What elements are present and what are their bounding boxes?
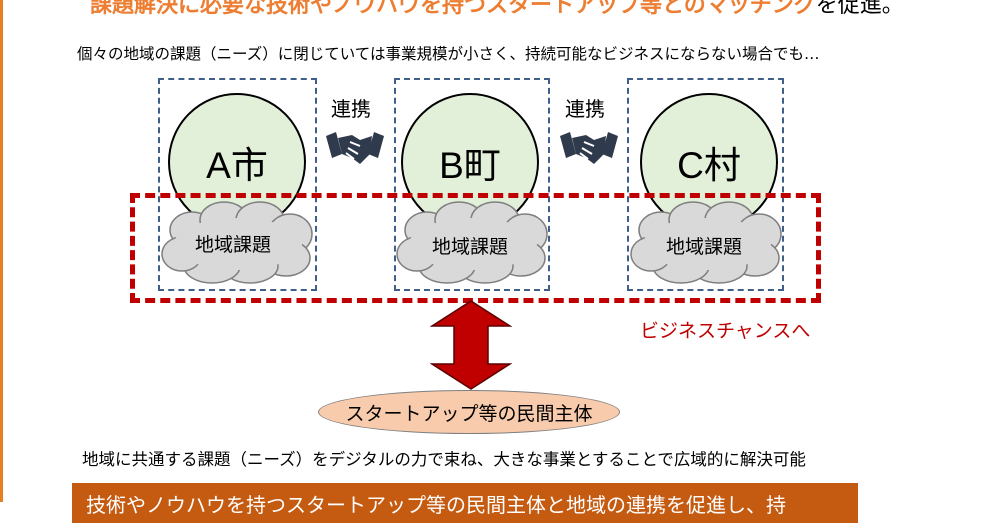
- intro-text: 個々の地域の課題（ニーズ）に閉じていては事業規模が小さく、持続可能なビジネスにな…: [77, 45, 820, 63]
- business-chance-label: ビジネスチャンスへ: [640, 320, 811, 342]
- issue-label-a: 地域課題: [195, 234, 272, 256]
- left-accent-rule: [0, 0, 3, 502]
- bottom-banner: 技術やノウハウを持つスタートアップ等の民間主体と地域の連携を促進し、持: [72, 483, 858, 523]
- city-box-a: [158, 78, 317, 291]
- heading-tail: を促進。: [815, 0, 904, 18]
- link-label-bc: 連携: [565, 97, 605, 121]
- handshake-icon: [560, 132, 618, 164]
- shared-issue-frame: [130, 193, 821, 303]
- double-arrow: [430, 300, 512, 390]
- heading-highlight: 課題解決に必要な技術やノウハウを持つスタートアップ等とのマッチング: [90, 0, 816, 18]
- bottom-banner-text: 技術やノウハウを持つスタートアップ等の民間主体と地域の連携を促進し、持: [86, 493, 786, 517]
- link-label-ab: 連携: [331, 97, 371, 121]
- common-issue-text: 地域に共通する課題（ニーズ）をデジタルの力で束ね、大きな事業とすることで広域的に…: [82, 450, 806, 469]
- issue-cloud-c: [630, 201, 782, 284]
- page-heading: 課題解決に必要な技術やノウハウを持つスタートアップ等とのマッチングを促進。: [90, 0, 904, 19]
- issue-cloud-a: [161, 201, 313, 284]
- handshake-icon: [326, 132, 384, 164]
- startup-label: スタートアップ等の民間主体: [345, 402, 593, 425]
- issue-label-b: 地域課題: [432, 236, 509, 258]
- issue-cloud-b: [396, 201, 548, 284]
- startup-oval: スタートアップ等の民間主体: [318, 390, 620, 434]
- issue-label-c: 地域課題: [666, 236, 743, 258]
- city-box-b: [394, 78, 550, 291]
- city-box-c: [627, 78, 784, 291]
